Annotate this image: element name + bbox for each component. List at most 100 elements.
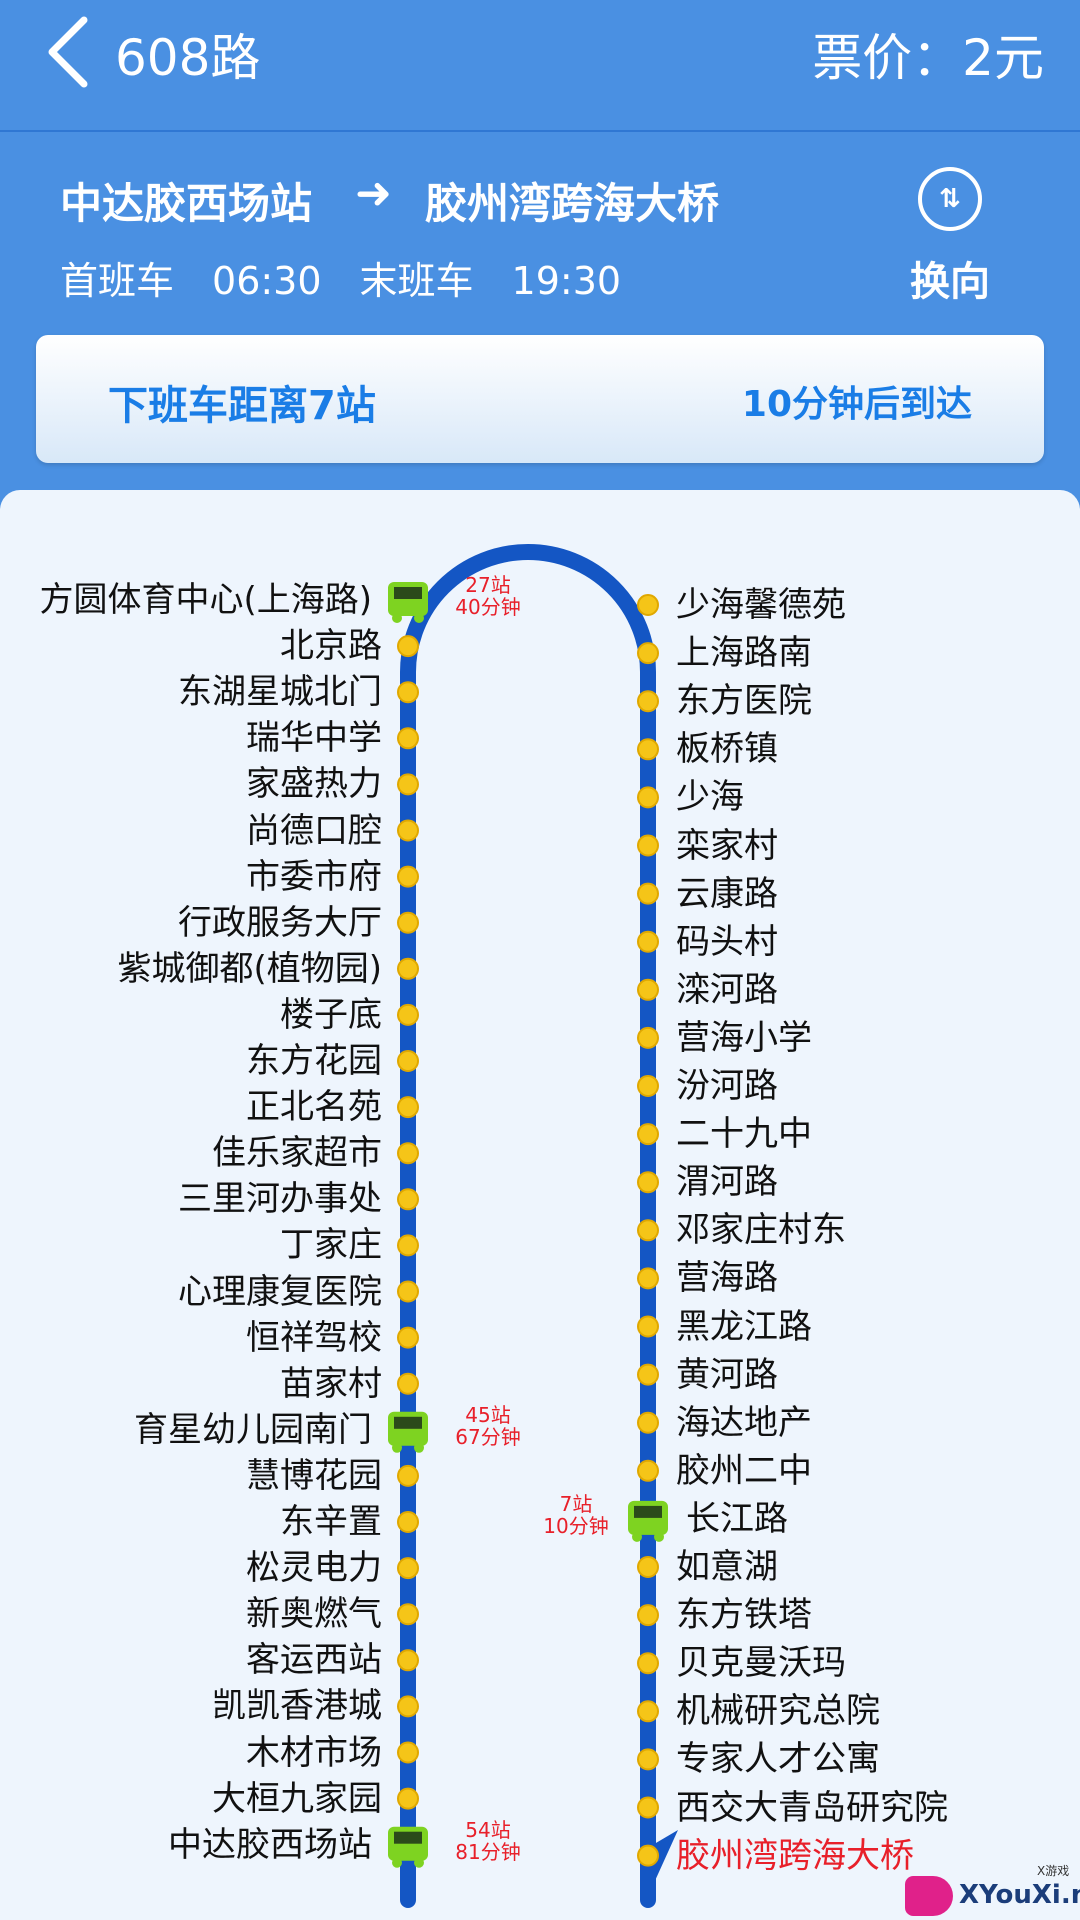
stop-dot [637, 1267, 659, 1290]
right-stop-label[interactable]: 黄河路 [676, 1354, 778, 1395]
left-stop-label[interactable]: 木材市场 [246, 1732, 382, 1773]
left-stop-label[interactable]: 行政服务大厅 [178, 902, 382, 943]
left-stop-label[interactable]: 东方花园 [246, 1041, 382, 1081]
bus-minutes-away: 81分钟 [455, 1839, 521, 1864]
left-stop-label[interactable]: 松灵电力 [246, 1548, 382, 1589]
bus-icon [388, 582, 428, 623]
left-stop-label[interactable]: 大桓九家园 [212, 1778, 382, 1819]
stop-dot [397, 1050, 419, 1072]
left-stop-label[interactable]: 客运西站 [246, 1640, 382, 1681]
stop-dot [637, 1556, 659, 1578]
stop-dot [397, 1603, 419, 1626]
swap-direction-button[interactable]: ⇅ 换向 [905, 167, 995, 305]
right-stop-label[interactable]: 长江路 [686, 1498, 788, 1539]
right-stop-label[interactable]: 码头村 [676, 921, 778, 962]
stop-dot [637, 834, 659, 857]
stop-dot [637, 1604, 659, 1627]
stop-dot [637, 1219, 659, 1242]
right-stop-label[interactable]: 栾家村 [676, 825, 778, 866]
right-stop-label[interactable]: 东方铁塔 [676, 1595, 812, 1636]
left-stop-label[interactable]: 北京路 [280, 626, 382, 667]
right-stop-label[interactable]: 邓家庄村东 [676, 1210, 846, 1251]
left-stop-label[interactable]: 育星幼儿园南门 [134, 1409, 372, 1450]
left-stop-label[interactable]: 东湖星城北门 [178, 672, 382, 713]
right-stop-label[interactable]: 东方医院 [676, 681, 812, 722]
stop-dot [397, 957, 419, 980]
next-bus-distance: 下班车距离7站 [108, 383, 376, 429]
stop-dot [637, 1363, 659, 1386]
stop-dot [397, 1372, 419, 1395]
bus-minutes-away: 67分钟 [455, 1424, 521, 1449]
left-stop-label[interactable]: 方圆体育中心(上海路) [39, 580, 372, 620]
left-stop-label[interactable]: 市委市府 [246, 856, 382, 897]
right-stop-label[interactable]: 黑龙江路 [676, 1306, 812, 1347]
stop-dot [637, 930, 659, 953]
stop-dot [637, 594, 659, 616]
right-stop-label[interactable]: 贝克曼沃玛 [676, 1643, 846, 1684]
left-stop-label[interactable]: 佳乐家超市 [212, 1133, 382, 1174]
left-stop-label[interactable]: 丁家庄 [280, 1225, 382, 1266]
stop-dot [397, 1787, 419, 1810]
right-stop-label[interactable]: 海达地产 [676, 1402, 812, 1443]
last-bus-time: 19:30 [511, 259, 622, 303]
bus-minutes-away: 40分钟 [455, 595, 521, 619]
right-stop-label[interactable]: 营海路 [676, 1258, 778, 1299]
left-stop-label[interactable]: 紫城御都(植物园) [117, 948, 382, 989]
left-stop-label[interactable]: 凯凯香港城 [212, 1686, 382, 1727]
right-stop-label[interactable]: 如意湖 [676, 1547, 778, 1587]
left-stop-label[interactable]: 恒祥驾校 [246, 1317, 382, 1358]
stop-dot [637, 1796, 659, 1819]
left-stop-label[interactable]: 中达胶西场站 [168, 1824, 372, 1865]
stop-dot [637, 1652, 659, 1675]
left-stop-label[interactable]: 楼子底 [280, 994, 382, 1035]
left-stop-label[interactable]: 心理康复医院 [178, 1271, 382, 1312]
right-stop-label[interactable]: 机械研究总院 [676, 1691, 880, 1732]
left-stop-label[interactable]: 东辛置 [280, 1502, 382, 1542]
right-stop-label[interactable]: 云康路 [676, 873, 778, 914]
right-stop-label[interactable]: 板桥镇 [676, 729, 778, 770]
stop-dot [637, 978, 659, 1001]
right-stop-label[interactable]: 少海馨德苑 [676, 585, 846, 625]
left-stop-label[interactable]: 瑞华中学 [246, 718, 382, 759]
right-stop-label[interactable]: 胶州湾跨海大桥 [676, 1835, 914, 1876]
right-stop-label[interactable]: 渭河路 [676, 1162, 778, 1203]
route-title: 608路 [115, 29, 261, 87]
stop-dot [637, 1171, 659, 1194]
left-stop-label[interactable]: 新奥燃气 [246, 1594, 382, 1635]
left-stop-label[interactable]: 苗家村 [280, 1363, 382, 1404]
right-stop-label[interactable]: 西交大青岛研究院 [676, 1787, 948, 1828]
left-stop-label[interactable]: 正北名苑 [246, 1087, 382, 1128]
stop-dot [637, 1075, 659, 1097]
stop-dot [397, 1188, 419, 1211]
stop-dot [397, 1511, 419, 1533]
right-stop-label[interactable]: 上海路南 [676, 633, 812, 674]
bus-stops-away: 45站 [465, 1402, 511, 1427]
left-stop-label[interactable]: 家盛热力 [246, 764, 382, 805]
right-stop-label[interactable]: 滦河路 [676, 969, 778, 1010]
right-stop-label[interactable]: 少海 [676, 777, 744, 818]
right-stop-label[interactable]: 胶州二中 [676, 1450, 812, 1491]
right-stop-label[interactable]: 汾河路 [676, 1066, 778, 1106]
last-bus-label: 末班车 [359, 259, 474, 303]
fare-label: 票价：2元 [812, 29, 1044, 87]
direction-arrow-icon: ➜ [355, 168, 392, 219]
route-path [400, 544, 656, 1908]
stop-dot [637, 642, 659, 665]
right-stop-label[interactable]: 专家人才公寓 [676, 1739, 880, 1780]
left-stop-label[interactable]: 三里河办事处 [178, 1179, 382, 1220]
stop-dot [397, 1649, 419, 1672]
route-line [388, 544, 678, 1908]
left-stop-label[interactable]: 尚德口腔 [246, 810, 382, 851]
swap-icon: ⇅ [918, 167, 982, 231]
stop-dot [637, 1844, 659, 1867]
stop-dot [397, 1695, 419, 1718]
right-stop-label[interactable]: 二十九中 [676, 1114, 812, 1155]
back-arrow-icon[interactable] [40, 12, 110, 92]
stop-dot [637, 786, 659, 809]
left-stop-label[interactable]: 慧博花园 [246, 1455, 382, 1496]
right-stop-label[interactable]: 营海小学 [676, 1017, 812, 1058]
stop-dot [637, 1748, 659, 1771]
